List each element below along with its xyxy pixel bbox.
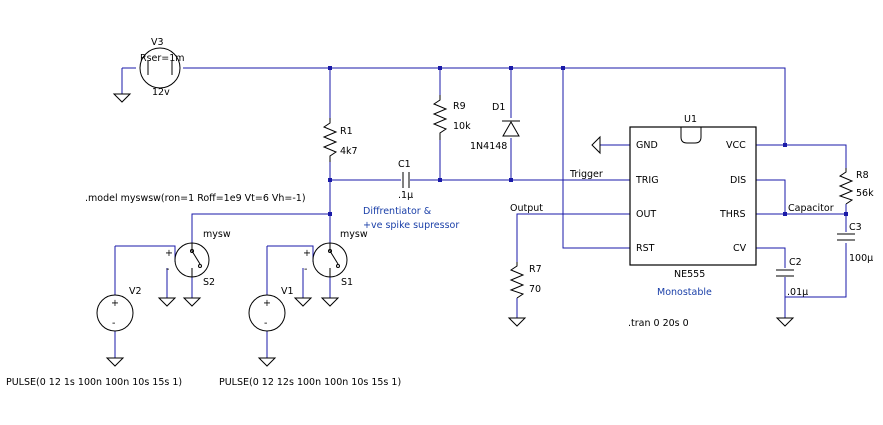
- ground-icon: [775, 317, 795, 327]
- u1-ne555-chip[interactable]: U1 GND TRIG OUT RST VCC DIS THRS CV NE55…: [629, 114, 757, 280]
- d1-ref: D1: [492, 102, 505, 113]
- ground-icon: [293, 297, 313, 307]
- r8-value: 56k: [856, 188, 874, 199]
- r1-ref: R1: [340, 126, 353, 137]
- s2-minus: -: [166, 264, 169, 275]
- r7-ref: R7: [529, 264, 542, 275]
- wires: [114, 67, 847, 358]
- ground-icon: [157, 297, 177, 307]
- v1-minus: -: [264, 318, 267, 329]
- r7-resistor[interactable]: R7 70: [509, 262, 542, 299]
- comment-spike-suppressor: +ve spike supressor: [363, 220, 459, 231]
- r1-resistor[interactable]: R1 4k7: [322, 118, 358, 162]
- comment-differentiator: Diffrentiator &: [363, 206, 432, 217]
- v1-source[interactable]: + - V1: [248, 286, 294, 332]
- ground-symbols: [105, 93, 795, 367]
- d1-diode[interactable]: D1 1N4148: [470, 102, 520, 152]
- r9-ref: R9: [453, 101, 466, 112]
- net-output-label: Output: [510, 203, 543, 214]
- net-trigger-label: Trigger: [569, 169, 603, 180]
- s1-model: mysw: [340, 229, 368, 240]
- s1-switch[interactable]: mysw S1 + -: [303, 229, 368, 288]
- s1-ref: S1: [341, 277, 353, 288]
- pin-rst-label: RST: [636, 243, 655, 254]
- u1-value: NE555: [674, 269, 705, 280]
- ground-icon: [257, 357, 277, 367]
- v1-pulse-value: PULSE(0 12 12s 100n 100n 10s 15s 1): [219, 377, 401, 388]
- pin-vcc-label: VCC: [726, 140, 746, 151]
- pin-gnd-label: GND: [636, 140, 658, 151]
- v1-ref: V1: [281, 286, 294, 297]
- v3-value: 12v: [152, 87, 170, 98]
- c3-ref: C3: [849, 222, 862, 233]
- comment-monostable: Monostable: [657, 287, 712, 298]
- pin-out-label: OUT: [636, 209, 656, 220]
- s1-plus: +: [303, 248, 311, 259]
- ground-icon: [320, 297, 340, 307]
- c3-value: 100µ: [849, 253, 873, 264]
- r8-resistor[interactable]: R8 56k: [838, 168, 874, 205]
- s2-switch[interactable]: mysw S2 + -: [165, 229, 231, 288]
- tran-directive: .tran 0 20s 0: [628, 318, 689, 329]
- r9-value: 10k: [453, 121, 471, 132]
- v2-minus: -: [112, 318, 115, 329]
- pin-cv-label: CV: [733, 243, 747, 254]
- pin-dis-label: DIS: [730, 175, 746, 186]
- d1-value: 1N4148: [470, 141, 507, 152]
- c2-value: .01µ: [787, 287, 808, 298]
- s2-plus: +: [165, 248, 173, 259]
- v2-source[interactable]: + - V2: [96, 286, 142, 332]
- v2-pulse-value: PULSE(0 12 1s 100n 100n 10s 15s 1): [6, 377, 182, 388]
- v1-plus: +: [263, 298, 271, 309]
- c2-ref: C2: [789, 257, 802, 268]
- model-directive: .model myswsw(ron=1 Roff=1e9 Vt=6 Vh=-1): [85, 193, 306, 204]
- pin-trig-label: TRIG: [635, 175, 659, 186]
- r9-resistor[interactable]: R9 10k: [432, 95, 471, 140]
- ground-icon: [507, 317, 527, 327]
- ground-icon: [591, 135, 601, 155]
- v3-ref: V3: [151, 37, 164, 48]
- ground-icon: [112, 93, 132, 103]
- s1-minus: -: [304, 264, 307, 275]
- v3-param: Rser=1m: [140, 53, 185, 64]
- s2-ref: S2: [203, 277, 215, 288]
- r1-value: 4k7: [340, 146, 358, 157]
- r7-value: 70: [529, 284, 541, 295]
- v3-source[interactable]: V3 Rser=1m 12v: [139, 37, 185, 98]
- c2-capacitor[interactable]: C2 .01µ: [776, 257, 808, 298]
- junctions: [328, 66, 848, 216]
- ground-icon: [105, 357, 125, 367]
- s2-model: mysw: [203, 229, 231, 240]
- c3-capacitor[interactable]: C3 100µ: [837, 222, 873, 264]
- u1-ref: U1: [684, 114, 697, 125]
- net-capacitor-label: Capacitor: [788, 203, 834, 214]
- pin-thrs-label: THRS: [719, 209, 746, 220]
- v2-ref: V2: [129, 286, 142, 297]
- c1-capacitor[interactable]: C1 .1µ: [398, 159, 413, 201]
- c1-value: .1µ: [398, 190, 413, 201]
- r8-ref: R8: [856, 170, 869, 181]
- c1-ref: C1: [398, 159, 411, 170]
- v2-plus: +: [111, 298, 119, 309]
- ground-icon: [182, 297, 202, 307]
